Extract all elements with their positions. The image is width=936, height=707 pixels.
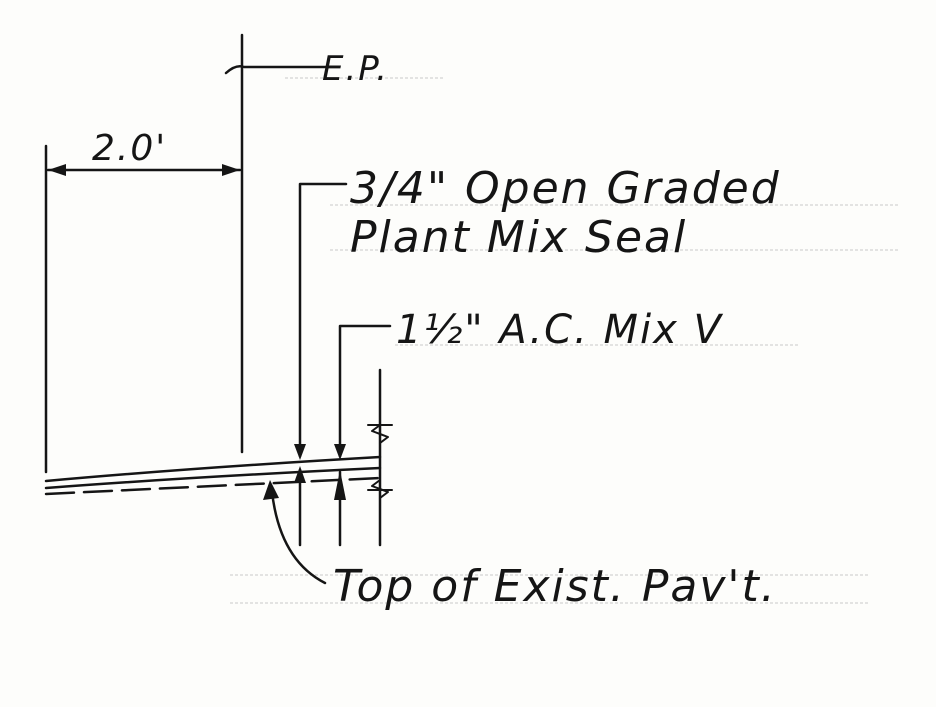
existing-pavement-label: Top of Exist. Pav't. [333,561,777,612]
seal-label-line2: Plant Mix Seal [350,212,687,263]
ac-leader [338,324,392,458]
seal-bottom-line [44,466,382,490]
seal-arrow-down [294,444,306,460]
dimension-arrow-right [222,164,240,176]
seal-arrow-up [294,466,306,483]
ac-arrow-up [334,470,346,500]
ac-label: 1½" A.C. Mix Ⅴ [396,307,724,353]
break-symbol-upper [367,424,393,444]
existing-pavement-line [44,476,382,496]
dimension-arrow-left [48,164,66,176]
seal-leader [298,182,348,458]
ac-arrow-down [334,444,346,460]
edge-pavement-leader [224,65,330,75]
break-symbol-lower [367,479,393,499]
seal-top-line [44,455,382,483]
dimension-label: 2.0' [92,128,167,169]
existing-pavement-arrow [263,480,279,500]
seal-label-line1: 3/4" Open Graded [350,163,781,214]
lettering-guides [230,77,900,604]
edge-pavement-label: E.P. [322,49,389,89]
existing-pavement-leader [270,490,327,585]
